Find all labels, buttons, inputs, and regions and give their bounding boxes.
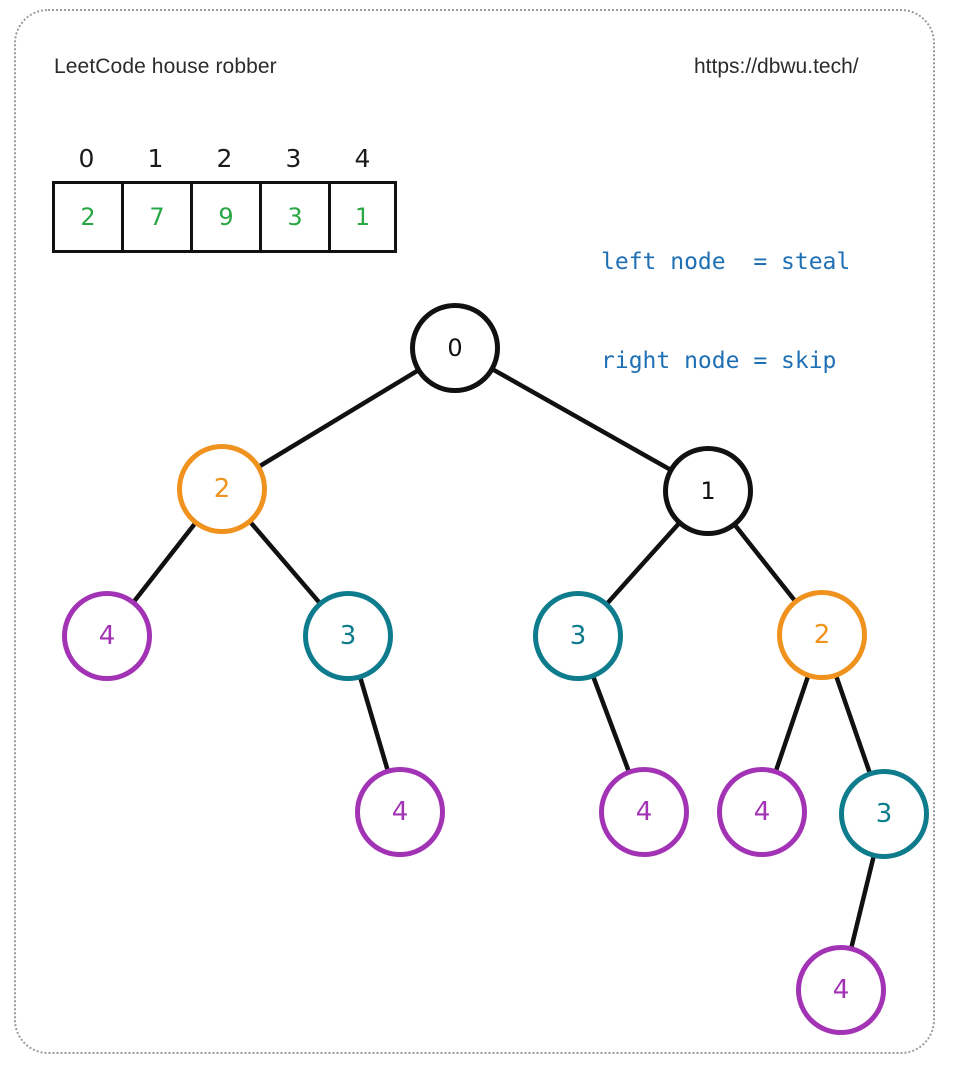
tree-node-label: 4 — [753, 797, 771, 827]
tree-edge — [131, 521, 198, 604]
tree-node[interactable]: 4 — [717, 767, 807, 857]
tree-node-label: 4 — [98, 621, 116, 651]
tree-edge — [773, 674, 811, 773]
tree-node[interactable]: 2 — [777, 590, 867, 680]
tree-node[interactable]: 2 — [177, 444, 267, 534]
array-value-cell: 2 — [52, 181, 121, 253]
array-value-cell: 7 — [121, 181, 190, 253]
array-index-row: 0 1 2 3 4 — [52, 137, 397, 175]
tree-node[interactable]: 4 — [355, 767, 445, 857]
tree-node-label: 3 — [569, 621, 587, 651]
array-index-label: 2 — [216, 144, 233, 173]
array-value-cell: 1 — [328, 181, 397, 253]
tree-node-label: 4 — [635, 797, 653, 827]
array-index-label: 1 — [147, 144, 164, 173]
array-index-label: 4 — [354, 144, 371, 173]
tree-edge — [591, 674, 631, 774]
tree-node-label: 0 — [447, 334, 463, 362]
tree-node[interactable]: 1 — [663, 446, 753, 536]
tree-node[interactable]: 3 — [839, 769, 929, 859]
legend: left node = steal right node = skip — [601, 180, 850, 444]
source-url-label: https://dbwu.tech/ — [694, 55, 859, 78]
legend-line-right: right node = skip — [601, 348, 837, 374]
tree-node-label: 2 — [813, 620, 831, 650]
tree-node-label: 4 — [832, 975, 850, 1005]
tree-node[interactable]: 3 — [533, 591, 623, 681]
tree-node[interactable]: 0 — [410, 303, 500, 393]
tree-node-label: 4 — [391, 797, 409, 827]
tree-edge — [605, 521, 681, 606]
array-value-cell: 3 — [259, 181, 328, 253]
tree-node[interactable]: 4 — [62, 591, 152, 681]
tree-edge — [358, 675, 390, 773]
page-title: LeetCode house robber — [54, 55, 277, 78]
legend-line-left: left node = steal — [601, 249, 851, 275]
tree-node-label: 3 — [875, 799, 893, 829]
tree-edge — [491, 367, 672, 472]
tree-node-label: 1 — [700, 477, 716, 505]
array-index-label: 3 — [285, 144, 302, 173]
array-value-cell: 9 — [190, 181, 259, 253]
tree-node-label: 3 — [339, 621, 357, 651]
tree-node[interactable]: 3 — [303, 591, 393, 681]
tree-edge — [248, 520, 322, 605]
tree-edge — [834, 674, 872, 775]
tree-edge — [733, 523, 797, 603]
tree-edge — [257, 368, 420, 469]
diagram-frame-border — [14, 9, 935, 1054]
tree-node-label: 2 — [213, 474, 231, 504]
array-index-label: 0 — [78, 144, 95, 173]
tree-node[interactable]: 4 — [796, 945, 886, 1035]
tree-node[interactable]: 4 — [599, 767, 689, 857]
tree-edge — [849, 854, 876, 950]
